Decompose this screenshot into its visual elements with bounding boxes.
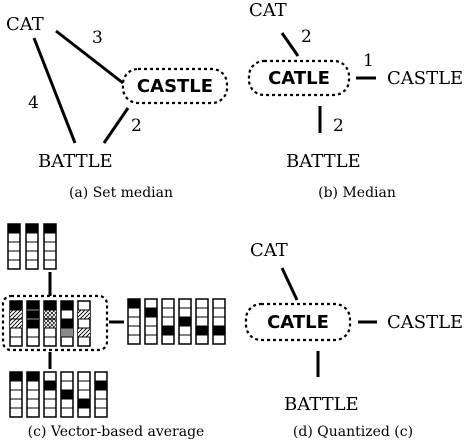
panel-b: CAT 2 CATLE 1 CASTLE 2 BATTLE (b) Median [247,0,463,201]
word-cat: CAT [250,240,288,261]
panel-a: CAT CASTLE BATTLE 3 4 2 (a) Set median [6,14,229,201]
weight-battle: 2 [333,116,344,136]
vector [212,298,226,345]
vector [9,300,23,347]
edge-cat-battle [32,37,77,144]
caption-c: (c) Vector-based average [28,424,205,440]
vector [43,371,57,418]
set-median-box [121,67,229,105]
vector-group-bottom [9,371,108,418]
word-cat: CAT [249,0,287,21]
vector [43,223,57,270]
weight-cat-castle: 3 [92,28,103,48]
panel-d: CAT CATLE CASTLE BATTLE (d) Quantized (c… [244,240,463,440]
vector [127,298,141,345]
vector [43,300,57,347]
weight-battle-castle: 2 [131,116,142,136]
median-box [247,59,351,97]
vector [94,371,108,418]
quantized-median-box [244,302,352,342]
word-castle: CASTLE [387,68,463,89]
word-catle-median: CATLE [267,312,329,333]
vector [7,223,21,270]
vector [144,298,158,345]
weight-cat-battle: 4 [28,93,39,113]
word-battle: BATTLE [286,151,361,172]
average-box [1,294,109,352]
vector [77,300,91,347]
vector [77,371,91,418]
vector [9,371,23,418]
vector [25,223,39,270]
edge-cat-castle [55,29,124,85]
vector [26,371,40,418]
vector [60,371,74,418]
vector [178,298,192,345]
word-castle-median: CASTLE [137,76,213,97]
caption-a: (a) Set median [69,185,173,201]
edge-battle-castle [102,107,130,144]
vector-group-right [127,298,226,345]
edge-median-cat [280,267,299,301]
word-battle: BATTLE [284,394,359,415]
weight-castle: 1 [363,51,374,71]
vector [26,300,40,347]
word-castle: CASTLE [387,312,463,333]
edge-median-cat [280,32,300,57]
word-battle: BATTLE [38,151,113,172]
caption-b: (b) Median [318,185,396,201]
vector-group-top [7,223,57,270]
caption-d: (d) Quantized (c) [293,424,413,440]
vector [161,298,175,345]
panel-c: (c) Vector-based average [1,223,226,440]
averaged-vectors [9,300,91,347]
word-catle-median: CATLE [268,68,330,89]
weight-cat: 2 [301,27,312,47]
vector [60,300,74,347]
vector [195,298,209,345]
word-cat: CAT [6,14,44,35]
